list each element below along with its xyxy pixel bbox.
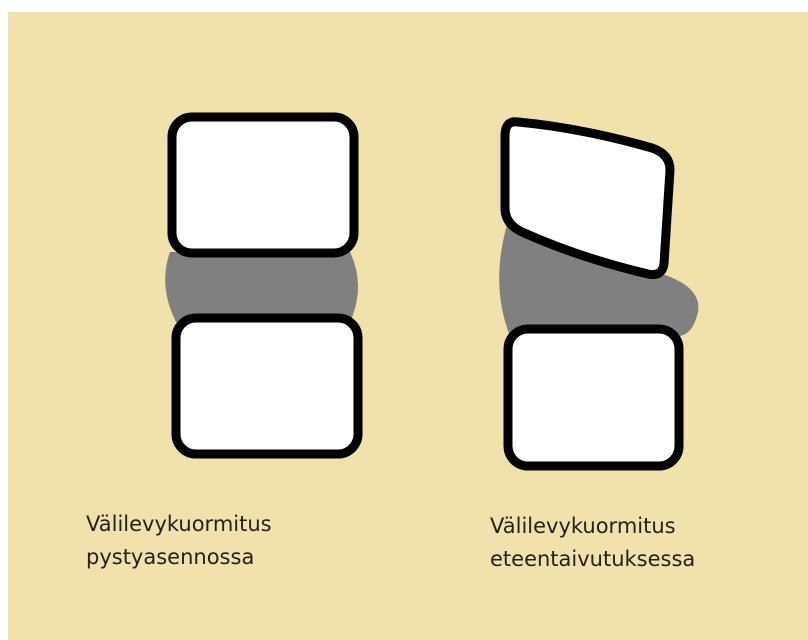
bending-disc xyxy=(499,225,699,337)
bending-caption: Välilevykuormitus eteentaivutuksessa xyxy=(490,510,695,576)
upright-disc xyxy=(165,252,358,322)
bending-caption-line1: Välilevykuormitus xyxy=(490,514,676,538)
upright-caption: Välilevykuormitus pystyasennossa xyxy=(86,508,272,574)
bending-lower-vertebra xyxy=(503,324,684,471)
upright-lower-vertebra xyxy=(171,313,363,459)
bending-caption-line2: eteentaivutuksessa xyxy=(490,547,696,571)
bending-upper-vertebra xyxy=(500,117,675,279)
upright-caption-line1: Välilevykuormitus xyxy=(86,512,272,536)
bending-figure xyxy=(499,117,699,471)
upright-upper-vertebra xyxy=(167,112,359,258)
upright-caption-line2: pystyasennossa xyxy=(86,545,255,569)
upright-figure xyxy=(165,112,363,459)
